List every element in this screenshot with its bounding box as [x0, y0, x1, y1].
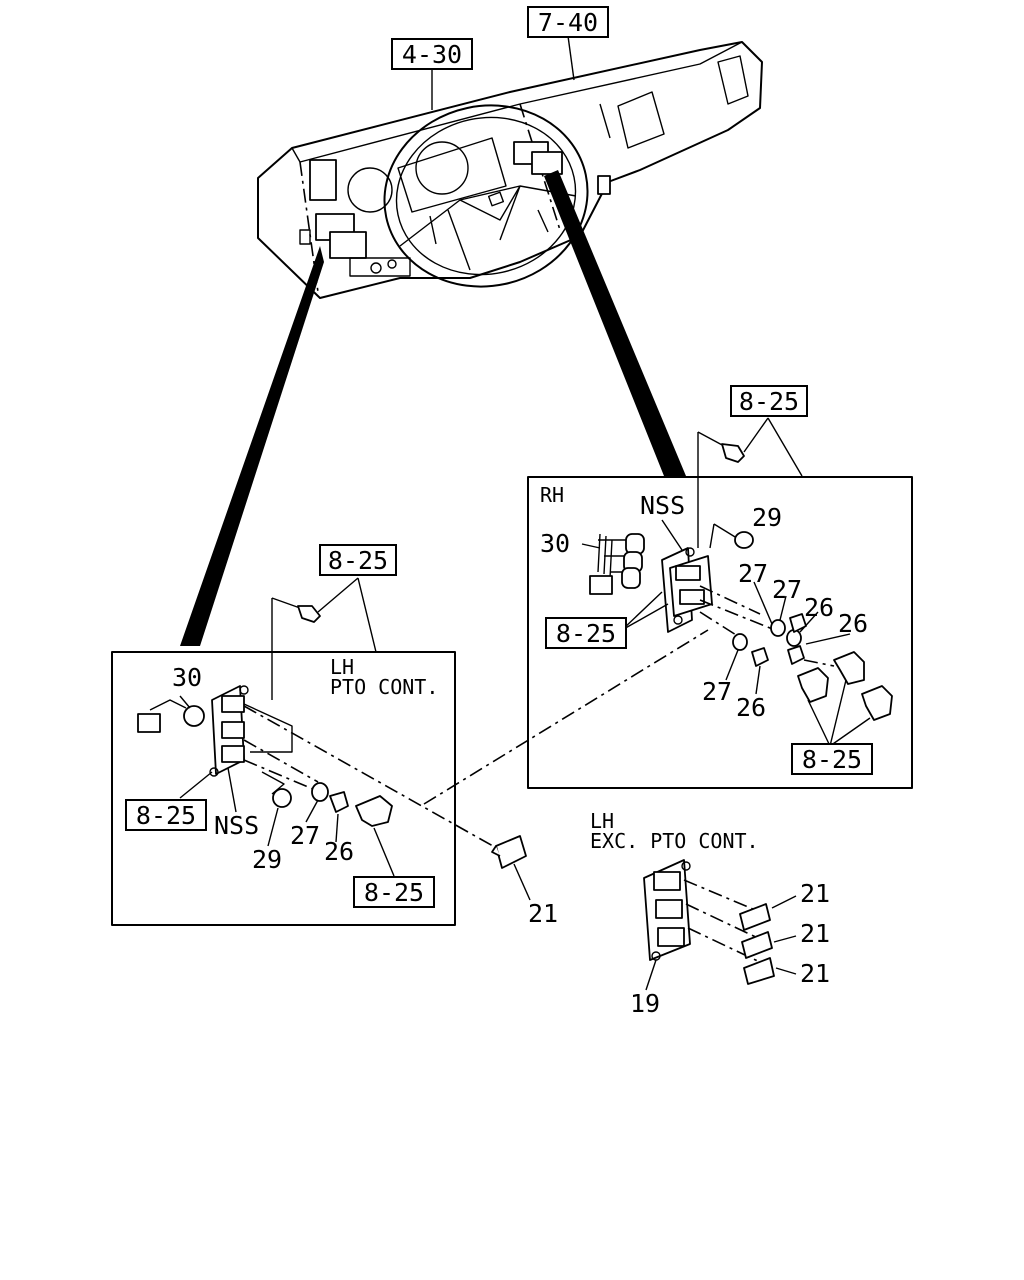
- lh-exc-label-21a: 21: [800, 879, 830, 908]
- lh-pto-label-26: 26: [324, 837, 354, 866]
- lh-pto-ref-label-left: 8-25: [136, 801, 196, 830]
- lh-exc-assembly: LH EXC. PTO CONT. 21 21 21 19: [590, 809, 830, 1018]
- lh-pto-ref-box-top: 8-25: [319, 544, 397, 576]
- rh-label-27b: 27: [772, 575, 802, 604]
- ref-box-7-40: 7-40: [527, 6, 609, 38]
- lh-exc-label-19: 19: [630, 989, 660, 1018]
- ref-box-4-30: 4-30: [391, 38, 473, 70]
- lh-exc-label-21b: 21: [800, 919, 830, 948]
- lh-pto-label-27: 27: [290, 821, 320, 850]
- rh-label-26c: 26: [736, 693, 766, 722]
- lh-pto-label-29: 29: [252, 845, 282, 874]
- ref-label-7-40: 7-40: [538, 8, 598, 37]
- lh-exc-title-line1: LH: [590, 809, 614, 833]
- rh-label-26b: 26: [838, 609, 868, 638]
- loose-clip-21: 21: [491, 835, 558, 928]
- rh-label-29: 29: [752, 503, 782, 532]
- rh-ref-label-left: 8-25: [556, 619, 616, 648]
- ref-label-4-30: 4-30: [402, 40, 462, 69]
- rh-label-27a: 27: [738, 559, 768, 588]
- lh-pto-ref-box-bottom: 8-25: [353, 876, 435, 908]
- lh-pto-label-30: 30: [172, 663, 202, 692]
- callout-wedge-right: [544, 170, 686, 476]
- rh-label-27c: 27: [702, 677, 732, 706]
- lh-pto-label-nss: NSS: [214, 811, 259, 840]
- dashboard-illustration: [257, 41, 763, 299]
- lh-exc-label-21c: 21: [800, 959, 830, 988]
- callout-wedge-left: [180, 246, 324, 646]
- rh-ref-box-top: 8-25: [730, 385, 808, 417]
- lh-pto-title-line2: PTO CONT.: [330, 675, 438, 699]
- rh-label-30: 30: [540, 529, 570, 558]
- rh-panel: RH: [527, 476, 913, 789]
- rh-label-26a: 26: [804, 593, 834, 622]
- lh-pto-ref-label-top: 8-25: [328, 546, 388, 575]
- lh-pto-ref-box-left: 8-25: [125, 799, 207, 831]
- lh-pto-title-line1: LH: [330, 655, 354, 679]
- lh-pto-panel: LH PTO CONT. 30 NSS 27 26: [111, 651, 456, 926]
- lh-pto-ref-label-bottom: 8-25: [364, 878, 424, 907]
- rh-ref-label-bottom: 8-25: [802, 745, 862, 774]
- rh-ref-box-left: 8-25: [545, 617, 627, 649]
- rh-ref-box-bottom: 8-25: [791, 743, 873, 775]
- rh-panel-title: RH: [540, 483, 564, 507]
- dash-rh-to-lh: [423, 629, 709, 805]
- rh-ref-label-top: 8-25: [739, 387, 799, 416]
- loose-label-21: 21: [528, 899, 558, 928]
- rh-label-nss: NSS: [640, 491, 685, 520]
- dash-lh-to-clip: [243, 705, 501, 851]
- lh-exc-title-line2: EXC. PTO CONT.: [590, 829, 759, 853]
